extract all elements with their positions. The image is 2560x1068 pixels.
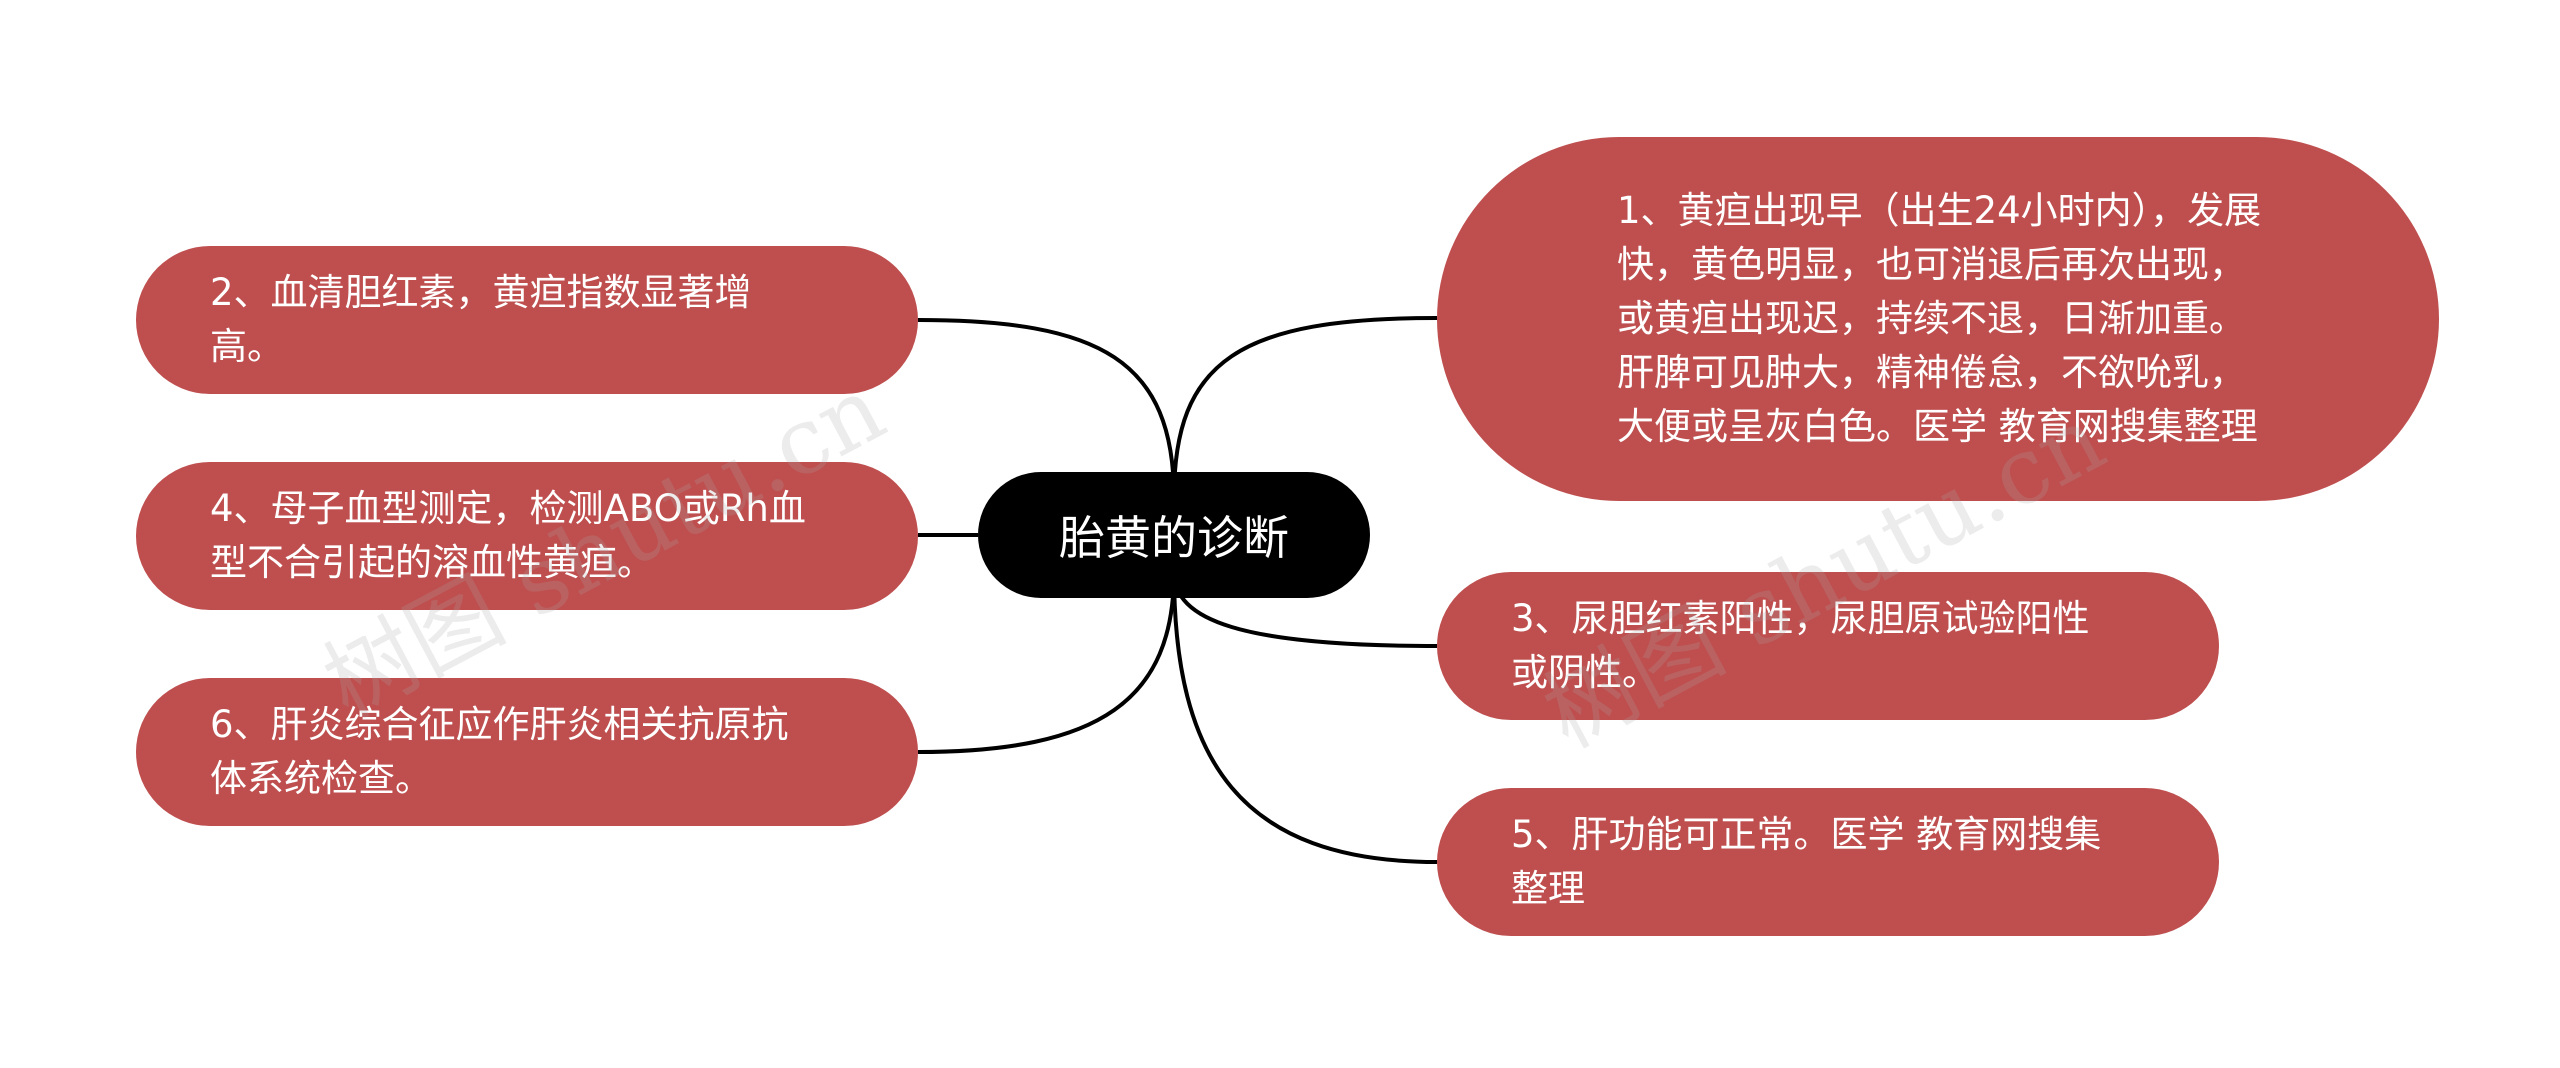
branch-node-5[interactable]: 5、肝功能可正常。医学 教育网搜集整理: [1437, 788, 2219, 936]
branch-node-6[interactable]: 6、肝炎综合征应作肝炎相关抗原抗体系统检查。: [136, 678, 918, 826]
branch-node-4[interactable]: 4、母子血型测定，检测ABO或Rh血型不合引起的溶血性黄疸。: [136, 462, 918, 610]
branch-node-2-text: 2、血清胆红素，黄疸指数显著增高。: [210, 271, 752, 368]
connector-to-node-2: [917, 318, 1176, 499]
connector-to-node-1: [1172, 316, 1438, 499]
branch-node-6-text: 6、肝炎综合征应作肝炎相关抗原抗体系统检查。: [210, 703, 789, 800]
branch-node-1[interactable]: 1、黄疸出现早（出生24小时内），发展快，黄色明显，也可消退后再次出现，或黄疸出…: [1437, 137, 2439, 501]
branch-node-4-text: 4、母子血型测定，检测ABO或Rh血型不合引起的溶血性黄疸。: [210, 487, 806, 584]
branch-node-2[interactable]: 2、血清胆红素，黄疸指数显著增高。: [136, 246, 918, 394]
central-topic-label: 胎黄的诊断: [1059, 511, 1289, 565]
connector-to-node-6: [917, 571, 1176, 754]
branch-node-3[interactable]: 3、尿胆红素阳性，尿胆原试验阳性或阴性。: [1437, 572, 2219, 720]
branch-node-3-text: 3、尿胆红素阳性，尿胆原试验阳性或阴性。: [1511, 597, 2090, 694]
connector-to-node-5: [1172, 571, 1438, 864]
branch-node-5-text: 5、肝功能可正常。医学 教育网搜集整理: [1511, 813, 2102, 910]
central-topic[interactable]: 胎黄的诊断: [978, 472, 1370, 598]
branch-node-1-text: 1、黄疸出现早（出生24小时内），发展快，黄色明显，也可消退后再次出现，或黄疸出…: [1617, 189, 2262, 448]
